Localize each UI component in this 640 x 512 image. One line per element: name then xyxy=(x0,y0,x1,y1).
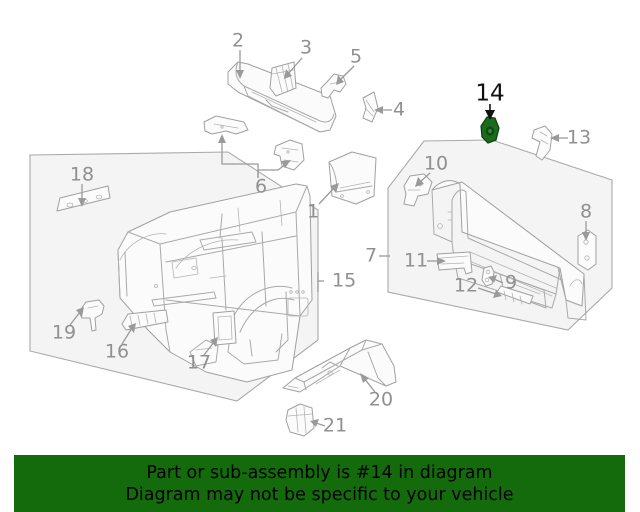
callout-label-10: 10 xyxy=(424,153,448,175)
part-shape-13-bracket xyxy=(531,125,553,161)
part-shape-12-strip xyxy=(496,285,534,305)
callout-label-5: 5 xyxy=(350,46,362,68)
callout-label-21: 21 xyxy=(323,415,347,437)
part-shape-2-trim-bar xyxy=(227,61,337,133)
part-shape-21-bracket xyxy=(285,403,315,437)
callout-label-7: 7 xyxy=(365,245,377,267)
panel-group-left xyxy=(29,151,319,402)
banner-line-1: Part or sub-assembly is #14 in diagram xyxy=(146,462,493,483)
callout-label-2: 2 xyxy=(232,30,244,52)
part-shape-3-clip xyxy=(269,61,297,97)
part-shape-rear-panel xyxy=(431,180,587,321)
callout-label-9: 9 xyxy=(505,272,517,294)
callout-label-13: 13 xyxy=(567,127,591,149)
part-shape-20-sill-trim xyxy=(282,339,397,393)
callout-label-8: 8 xyxy=(580,201,592,223)
callout-label-16: 16 xyxy=(105,341,129,363)
part-shape-10-bracket xyxy=(403,173,433,207)
part-shape-14-highlighted-clip xyxy=(480,116,500,144)
part-shape-4-wedge xyxy=(362,91,379,123)
part-shape-17-cover xyxy=(212,310,237,346)
part-shape-11-plate xyxy=(436,251,473,275)
callout-label-18: 18 xyxy=(70,164,94,186)
callout-labels: 2 3 5 4 6 1 7 15 18 19 16 17 10 13 8 11 … xyxy=(52,30,592,437)
callout-label-12: 12 xyxy=(454,275,478,297)
callout-label-15: 15 xyxy=(332,270,356,292)
part-shape-1-shield xyxy=(328,151,377,205)
callout-label-14-highlighted: 14 xyxy=(475,81,504,107)
callout-label-19: 19 xyxy=(52,322,76,344)
info-banner: Part or sub-assembly is #14 in diagram D… xyxy=(14,455,625,512)
callout-label-1: 1 xyxy=(307,201,319,223)
part-shape-6-bracket-a xyxy=(203,115,249,135)
callout-label-6: 6 xyxy=(255,176,267,198)
callout-label-3: 3 xyxy=(300,37,312,59)
panel-group-right xyxy=(387,139,613,331)
callout-label-20: 20 xyxy=(369,389,393,411)
part-shape-9-clip xyxy=(481,265,495,287)
callout-label-11: 11 xyxy=(404,250,428,272)
part-shape-19-clip xyxy=(78,299,105,332)
part-shape-floor-assembly xyxy=(117,183,313,383)
part-shape-6-bracket-b xyxy=(273,139,305,171)
leader-lines xyxy=(69,50,590,427)
callout-label-4: 4 xyxy=(393,99,405,121)
banner-line-2: Diagram may not be specific to your vehi… xyxy=(125,484,514,505)
callout-label-17: 17 xyxy=(187,352,211,374)
